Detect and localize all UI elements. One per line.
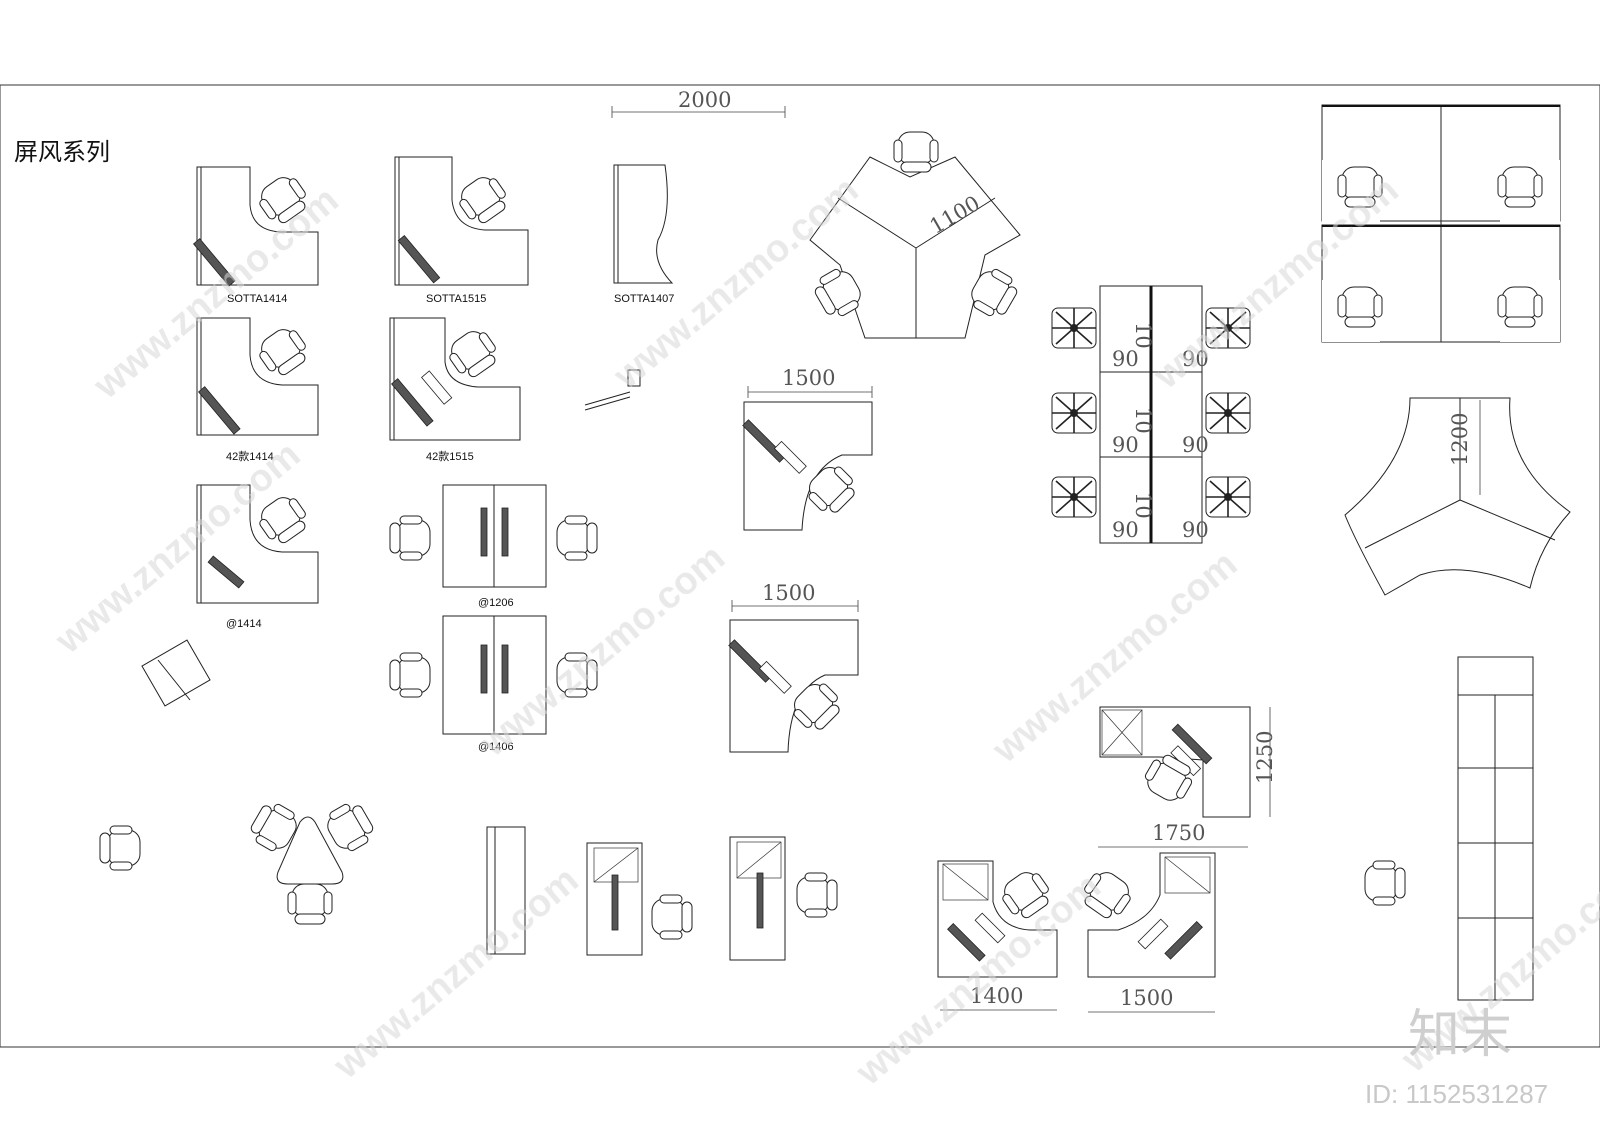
label-at1406: @1406 xyxy=(478,741,514,753)
workstation-42-1515: 42款1515 xyxy=(389,317,521,463)
label-sotta1515: SOTTA1515 xyxy=(426,293,486,305)
single-chair-left xyxy=(99,825,141,871)
svg-text:10: 10 xyxy=(1131,407,1155,434)
corner-desk-1750x1250: 1250 1750 xyxy=(1098,706,1277,848)
single-desk-2 xyxy=(729,836,838,961)
dim-1500-c: 1500 xyxy=(1120,986,1173,1010)
double-desk-at1206: @1206 xyxy=(389,484,598,609)
label-at1206: @1206 xyxy=(478,597,514,609)
watermark-id: ID: 1152531287 xyxy=(1365,1079,1548,1109)
four-pod-workstation xyxy=(1321,104,1561,343)
svg-text:2000: 2000 xyxy=(678,88,731,112)
svg-text:www.znzmo.com: www.znzmo.com xyxy=(325,859,586,1088)
svg-text:10: 10 xyxy=(1131,322,1155,349)
side-cabinet-tilted xyxy=(141,639,211,707)
label-42-1515: 42款1515 xyxy=(426,449,474,463)
svg-text:90: 90 xyxy=(1182,518,1209,542)
dim-1250: 1250 xyxy=(1253,731,1277,784)
page-title: 屏风系列 xyxy=(14,139,110,166)
double-desk-at1406: @1406 xyxy=(389,615,598,753)
storage-shelving xyxy=(1457,656,1534,1001)
l-desk-1400: 1400 xyxy=(937,860,1058,1011)
watermark-logo: 知末 xyxy=(1408,1006,1512,1064)
single-desk-1 xyxy=(586,842,693,956)
workstation-sotta1515: SOTTA1515 xyxy=(394,156,529,305)
label-sotta1414: SOTTA1414 xyxy=(227,293,287,305)
l-desk-1500-a: 1500 xyxy=(742,366,873,531)
dim-1750: 1750 xyxy=(1152,821,1205,845)
label-at1414: @1414 xyxy=(226,618,262,630)
svg-text:90: 90 xyxy=(1112,347,1139,371)
l-desk-1500-c: 1500 xyxy=(1076,852,1216,1013)
workstation-sotta1414: SOTTA1414 xyxy=(193,166,319,305)
workstation-42-1414: 42款1414 xyxy=(196,317,319,463)
bench-cluster-6: 10 10 10 90 90 90 90 90 90 xyxy=(1051,285,1251,544)
desk-sotta1407: SOTTA1407 xyxy=(613,164,674,305)
workstation-at1414: @1414 xyxy=(196,484,319,630)
svg-text:10: 10 xyxy=(1131,492,1155,519)
svg-text:90: 90 xyxy=(1182,433,1209,457)
svg-text:90: 90 xyxy=(1112,433,1139,457)
triangle-table-group xyxy=(245,797,379,925)
dim-1500-b: 1500 xyxy=(762,581,815,605)
tall-cabinet xyxy=(486,826,526,955)
dim-1500-a: 1500 xyxy=(782,366,835,390)
drawing-frame xyxy=(0,84,1600,1048)
three-way-workstation: 1100 xyxy=(809,131,1023,339)
dim-1400: 1400 xyxy=(970,984,1023,1008)
single-chair-right xyxy=(1364,860,1406,906)
dimension-2000: 2000 xyxy=(611,88,786,118)
dim-1200: 1200 xyxy=(1448,413,1472,466)
label-42-1414: 42款1414 xyxy=(226,449,274,463)
svg-text:www.znzmo.com: www.znzmo.com xyxy=(47,434,308,663)
svg-text:90: 90 xyxy=(1112,518,1139,542)
monitor-detail xyxy=(584,369,641,411)
y-table-1200: 1200 xyxy=(1344,397,1571,596)
label-sotta1407: SOTTA1407 xyxy=(614,293,674,305)
l-desk-1500-b: 1500 xyxy=(728,581,859,753)
svg-text:90: 90 xyxy=(1182,347,1209,371)
